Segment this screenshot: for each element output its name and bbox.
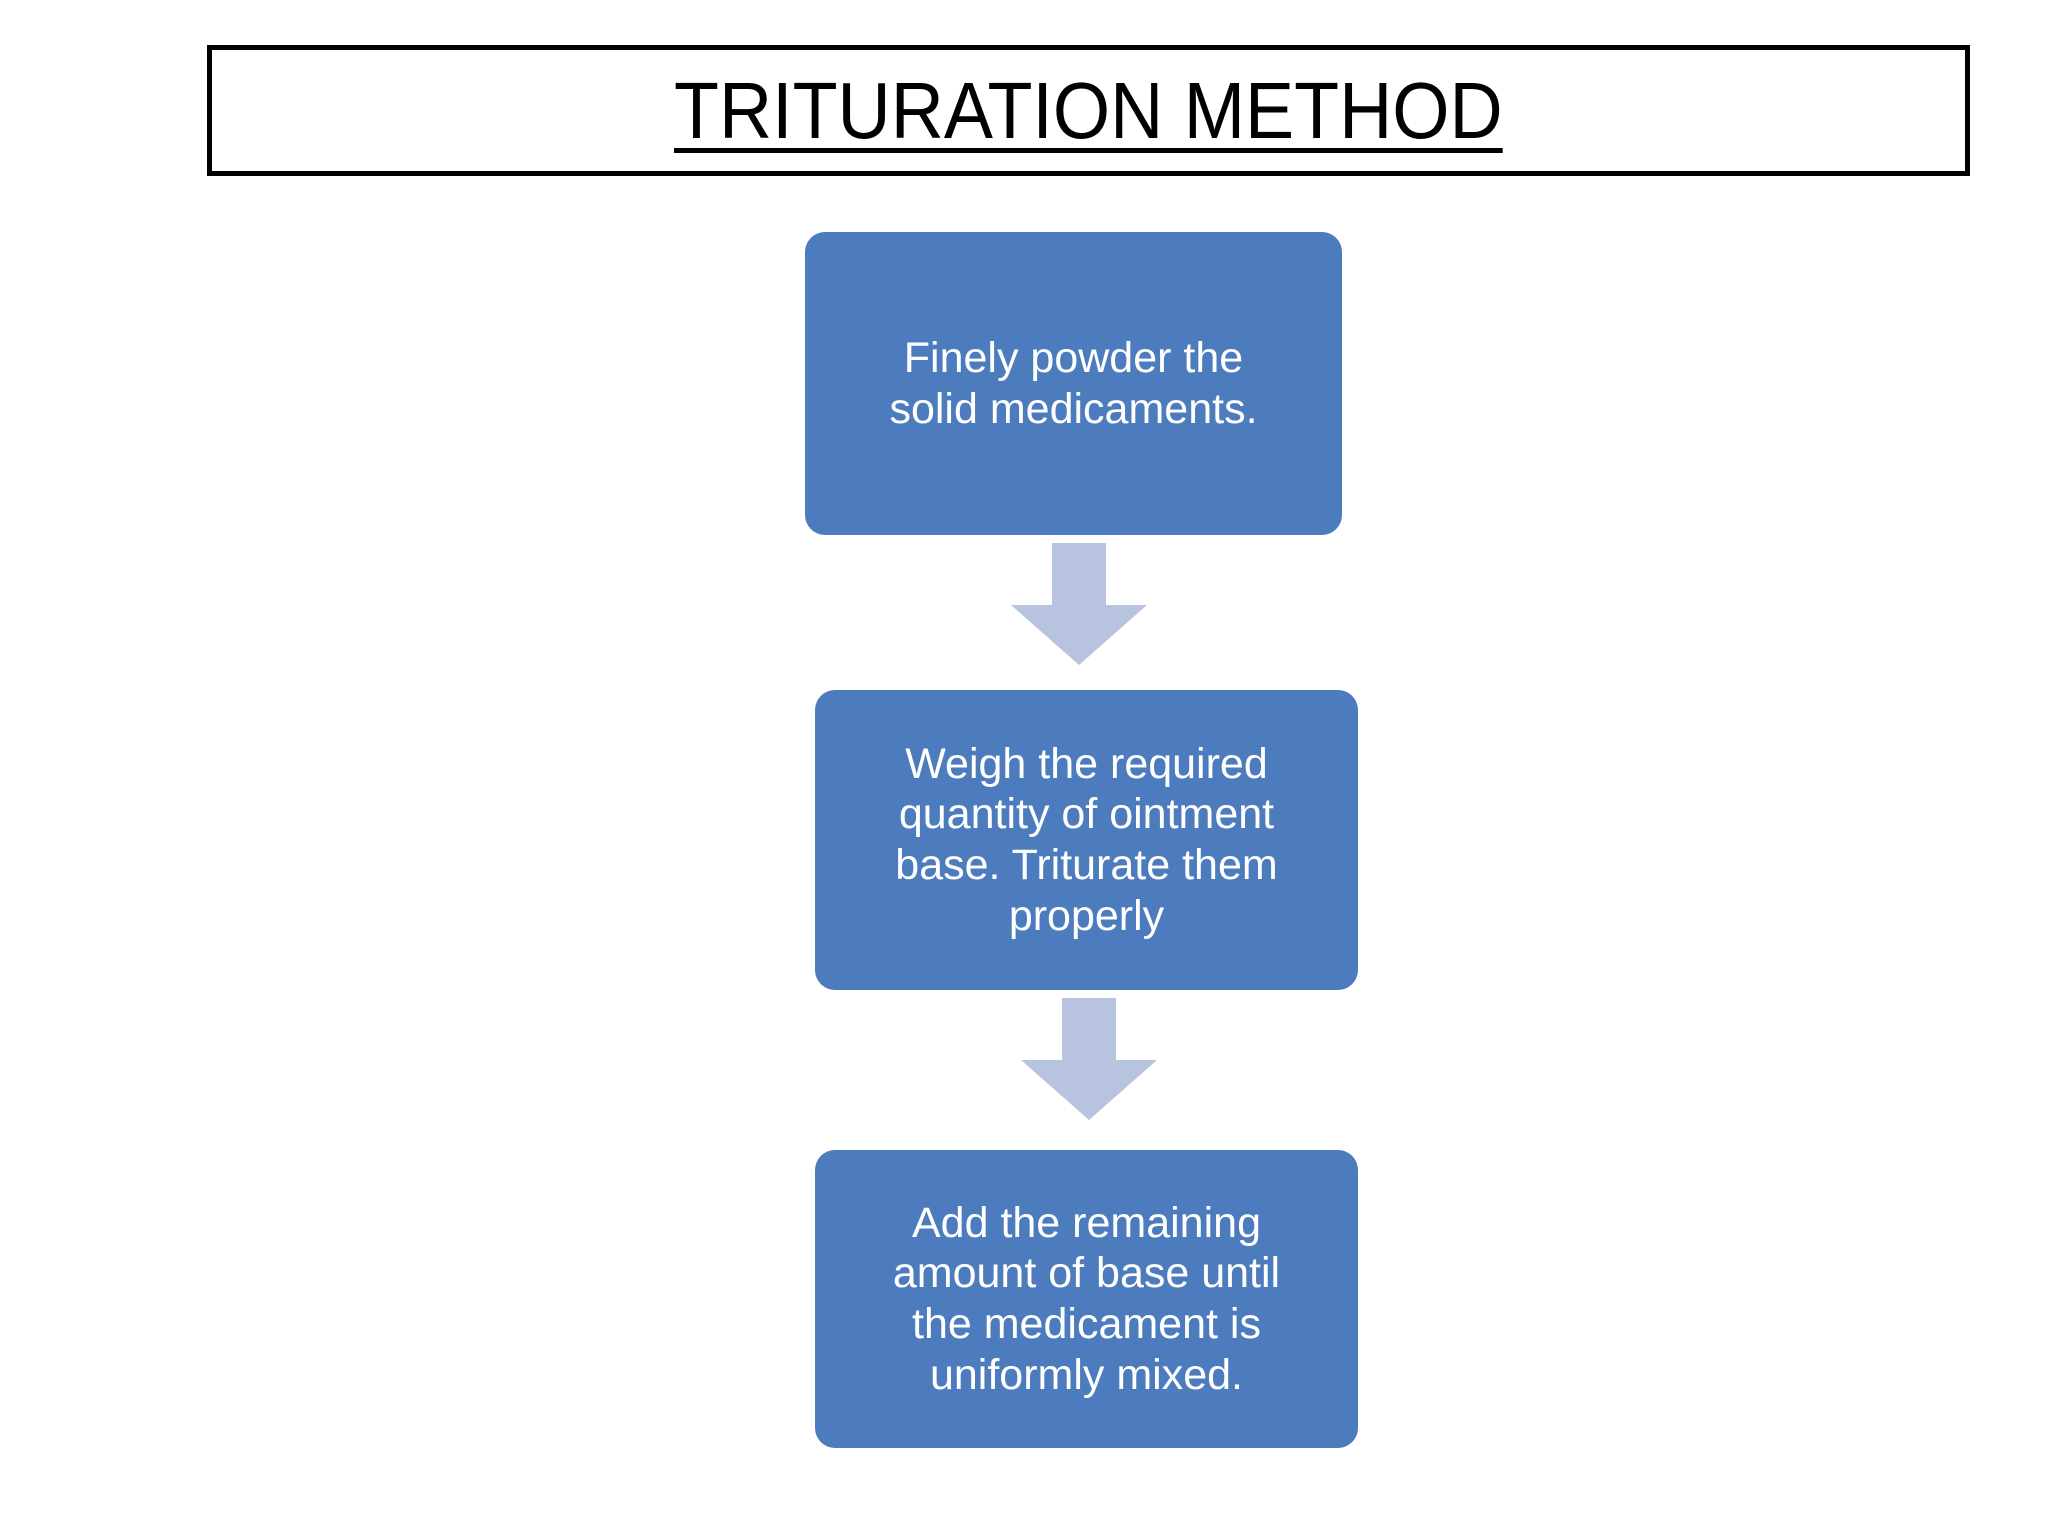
page-title: TRITURATION METHOD [674,65,1503,155]
flow-step-2-label: Weigh the required quantity of ointment … [895,739,1278,940]
flow-step-2[interactable]: Weigh the required quantity of ointment … [815,690,1358,990]
arrow-down-icon [1021,998,1157,1120]
slide-title-box: TRITURATION METHOD [207,45,1970,176]
flow-step-1-label: Finely powder the solid medicaments. [889,333,1258,433]
arrow-down-icon [1011,543,1147,665]
flow-step-1[interactable]: Finely powder the solid medicaments. [805,232,1342,535]
flow-step-3-label: Add the remaining amount of base until t… [892,1198,1281,1399]
flow-step-3[interactable]: Add the remaining amount of base until t… [815,1150,1358,1448]
